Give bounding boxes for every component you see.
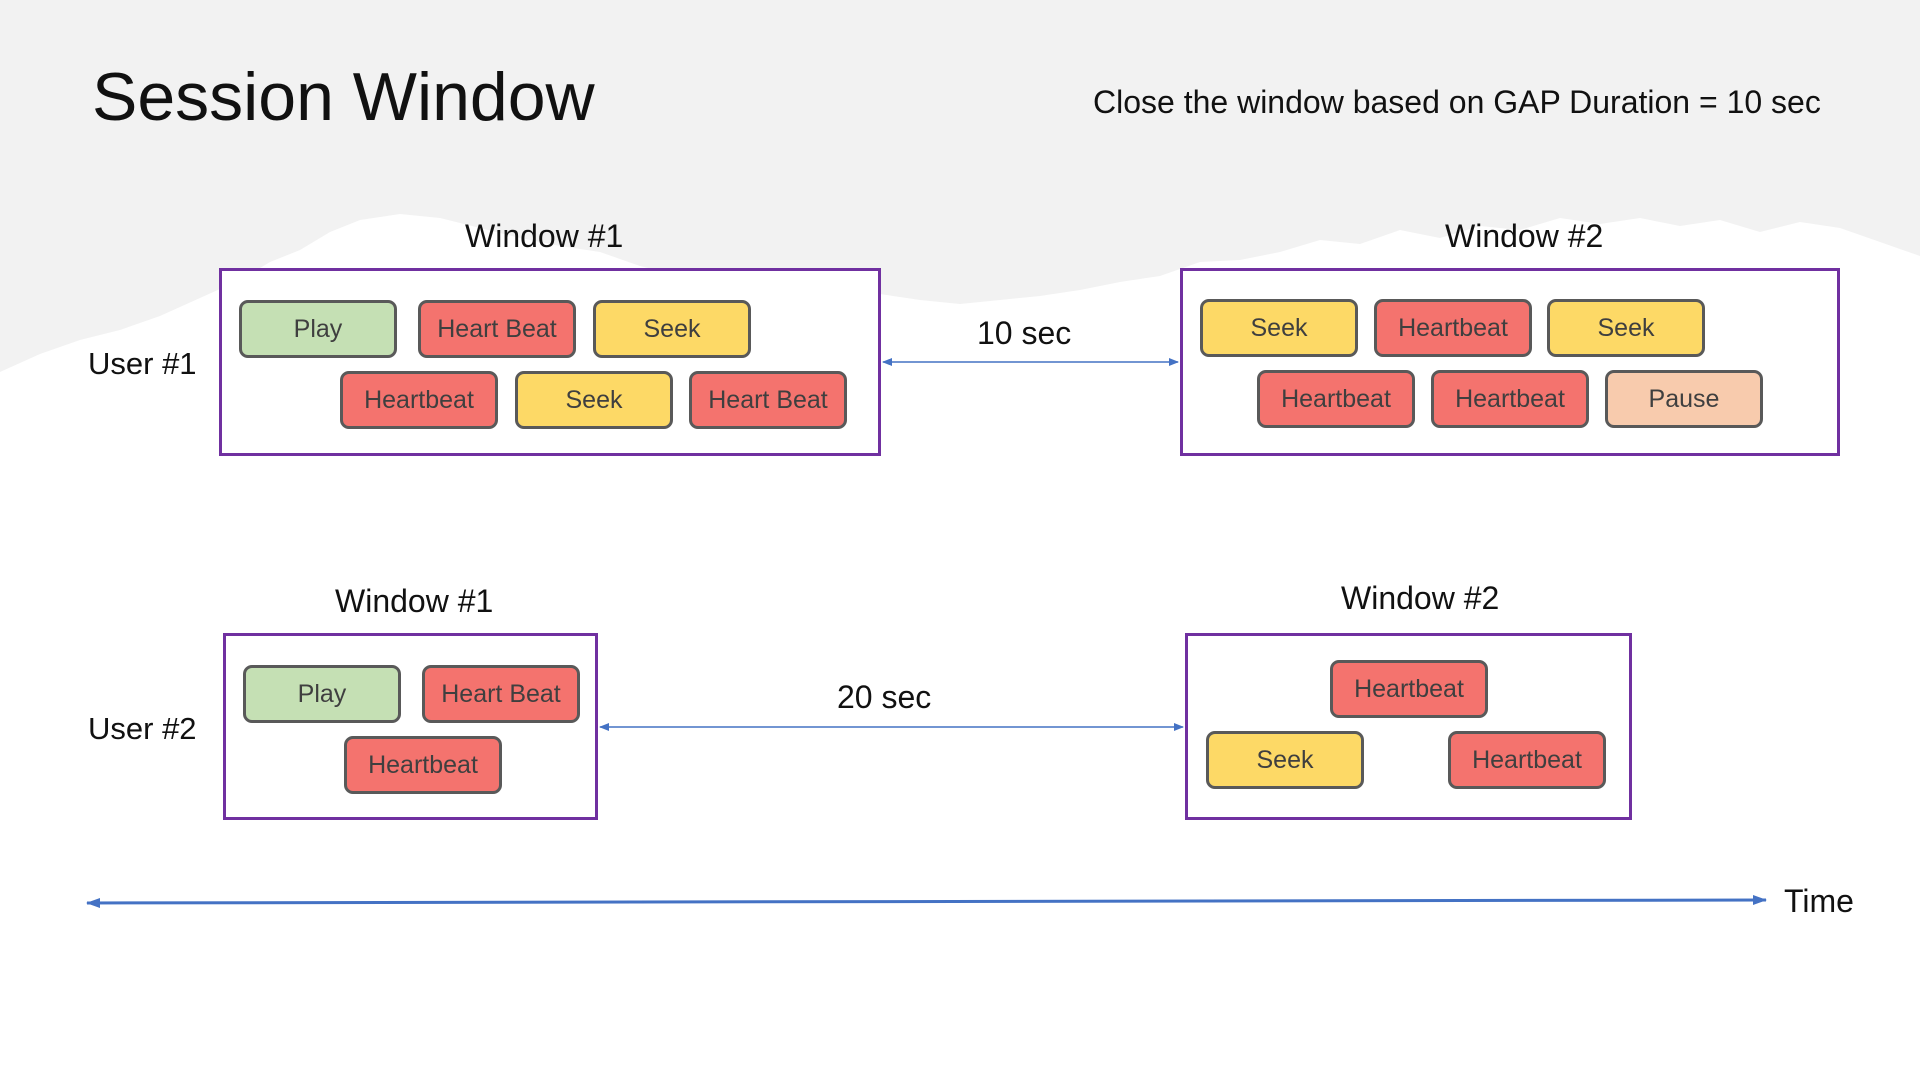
event-play: Play bbox=[243, 665, 401, 723]
event-heartbeat: Heart Beat bbox=[418, 300, 576, 358]
event-heartbeat: Heartbeat bbox=[1330, 660, 1488, 718]
event-heartbeat: Heart Beat bbox=[689, 371, 847, 429]
user-2-window-1: Play Heart Beat Heartbeat bbox=[223, 633, 598, 820]
user-1-window-1-label: Window #1 bbox=[465, 218, 624, 254]
user-2-gap-label: 20 sec bbox=[837, 679, 932, 715]
user-1-window-2: Seek Heartbeat Seek Heartbeat Heartbeat … bbox=[1180, 268, 1840, 456]
event-seek: Seek bbox=[1206, 731, 1364, 789]
user-2-label: User #2 bbox=[88, 711, 197, 746]
event-heartbeat: Heartbeat bbox=[1448, 731, 1606, 789]
time-axis-label: Time bbox=[1784, 883, 1854, 919]
event-heartbeat: Heartbeat bbox=[344, 736, 502, 794]
event-play: Play bbox=[239, 300, 397, 358]
event-seek: Seek bbox=[1547, 299, 1705, 357]
gap-duration-note: Close the window based on GAP Duration =… bbox=[1093, 84, 1821, 120]
event-seek: Seek bbox=[515, 371, 673, 429]
user-1-label: User #1 bbox=[88, 346, 197, 381]
event-heartbeat: Heartbeat bbox=[1257, 370, 1415, 428]
user-1-window-1: Play Heart Beat Seek Heartbeat Seek Hear… bbox=[219, 268, 881, 456]
event-heartbeat: Heartbeat bbox=[340, 371, 498, 429]
event-heartbeat: Heartbeat bbox=[1374, 299, 1532, 357]
user-2-window-1-label: Window #1 bbox=[335, 583, 494, 619]
user-1-gap-label: 10 sec bbox=[977, 315, 1072, 351]
user-2-window-2: Heartbeat Seek Heartbeat bbox=[1185, 633, 1632, 820]
user-2-window-2-label: Window #2 bbox=[1341, 580, 1500, 616]
event-seek: Seek bbox=[593, 300, 751, 358]
event-heartbeat: Heart Beat bbox=[422, 665, 580, 723]
event-pause: Pause bbox=[1605, 370, 1763, 428]
event-seek: Seek bbox=[1200, 299, 1358, 357]
page-title: Session Window bbox=[92, 59, 595, 135]
event-heartbeat: Heartbeat bbox=[1431, 370, 1589, 428]
user-1-window-2-label: Window #2 bbox=[1445, 218, 1604, 254]
